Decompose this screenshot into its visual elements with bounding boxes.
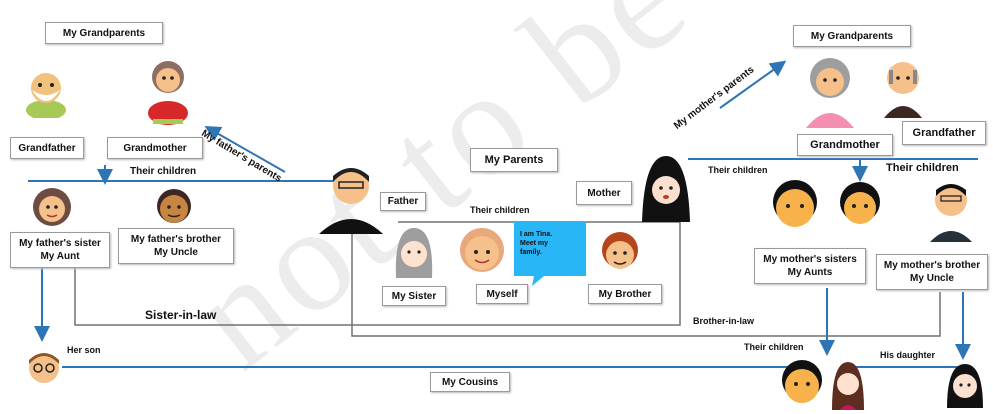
right-grandparents-label: My Grandparents: [810, 30, 894, 42]
uncle-icon: [157, 189, 191, 223]
right-grandparents-box: My Grandparents: [793, 25, 911, 47]
speech-bubble: [514, 222, 586, 286]
his-daughter-label: His daughter: [880, 350, 936, 360]
right-grandmother-icon: [806, 58, 854, 128]
mothers-brother-line1: My mother's brother: [883, 260, 981, 271]
cousin-icon: [29, 353, 59, 383]
sister-label: My Sister: [391, 290, 437, 302]
sister-box: My Sister: [382, 286, 446, 306]
mother-icon: [642, 156, 690, 222]
uncle-box: My father's brother My Uncle: [118, 228, 234, 264]
grandmother-box: Grandmother: [107, 137, 203, 159]
right-grandmother-box: Grandmother: [797, 134, 893, 156]
right-grandmother-label: Grandmother: [810, 138, 880, 151]
right-their-children: Their children: [886, 162, 959, 174]
father-box: Father: [380, 192, 426, 211]
speech-text: I am Tina. Meet my family.: [520, 231, 553, 256]
cousin-girl-icon: [832, 362, 864, 410]
my-parents-label: My Parents: [484, 153, 544, 166]
cousins-box: My Cousins: [430, 372, 510, 392]
father-icon: [319, 168, 383, 234]
grandfather-box: Grandfather: [10, 137, 84, 159]
mothers-brother-icon: [930, 184, 972, 242]
uncle-label-line2: My Uncle: [154, 247, 198, 258]
mothers-sisters-line2: My Aunts: [787, 267, 833, 278]
sister-in-law-label: Sister-in-law: [145, 308, 217, 322]
myself-box: Myself: [476, 284, 528, 304]
uncle-label-line1: My father's brother: [130, 234, 222, 245]
mothers-sister-2-icon: [840, 182, 880, 224]
right-their-children-small: Their children: [708, 165, 768, 175]
grandfather-label: Grandfather: [18, 142, 76, 154]
left-their-children: Their children: [130, 166, 197, 177]
right-their-children-bottom: Their children: [744, 342, 804, 352]
his-daughter-icon: [947, 364, 983, 408]
mothers-sisters-line1: My mother's sisters: [763, 254, 857, 265]
aunt-label-line1: My father's sister: [19, 238, 101, 249]
sister-icon: [395, 228, 433, 278]
right-grandfather-label: Grandfather: [912, 126, 976, 139]
right-grandfather-icon: [884, 62, 922, 118]
myself-label: Myself: [486, 288, 518, 300]
aunt-label-line2: My Aunt: [40, 251, 80, 262]
mother-box: Mother: [576, 181, 632, 205]
grandmother-icon: [148, 61, 188, 125]
brother-icon: [602, 232, 638, 269]
left-grandparents-box: My Grandparents: [45, 22, 163, 44]
aunt-icon: [33, 188, 71, 226]
my-parents-box: My Parents: [470, 148, 558, 172]
mothers-sisters-box: My mother's sisters My Aunts: [754, 248, 866, 284]
mother-label: Mother: [587, 187, 621, 199]
mothers-sister-1-icon: [773, 180, 817, 227]
mothers-brother-line2: My Uncle: [910, 273, 954, 284]
myself-icon: [460, 228, 504, 272]
brother-label: My Brother: [598, 288, 652, 300]
father-label: Father: [387, 196, 419, 207]
aunt-box: My father's sister My Aunt: [10, 232, 110, 268]
mothers-brother-box: My mother's brother My Uncle: [876, 254, 988, 290]
right-grandfather-box: Grandfather: [902, 121, 986, 145]
left-grandparents-label: My Grandparents: [62, 27, 146, 39]
grandmother-label: Grandmother: [123, 142, 187, 154]
cousin-boy-icon: [782, 360, 822, 403]
cousins-label: My Cousins: [441, 376, 499, 388]
grandfather-icon: [26, 73, 66, 118]
center-their-children: Their children: [470, 205, 530, 215]
brother-in-law-label: Brother-in-law: [693, 316, 755, 326]
brother-box: My Brother: [588, 284, 662, 304]
her-son-label: Her son: [67, 345, 101, 355]
